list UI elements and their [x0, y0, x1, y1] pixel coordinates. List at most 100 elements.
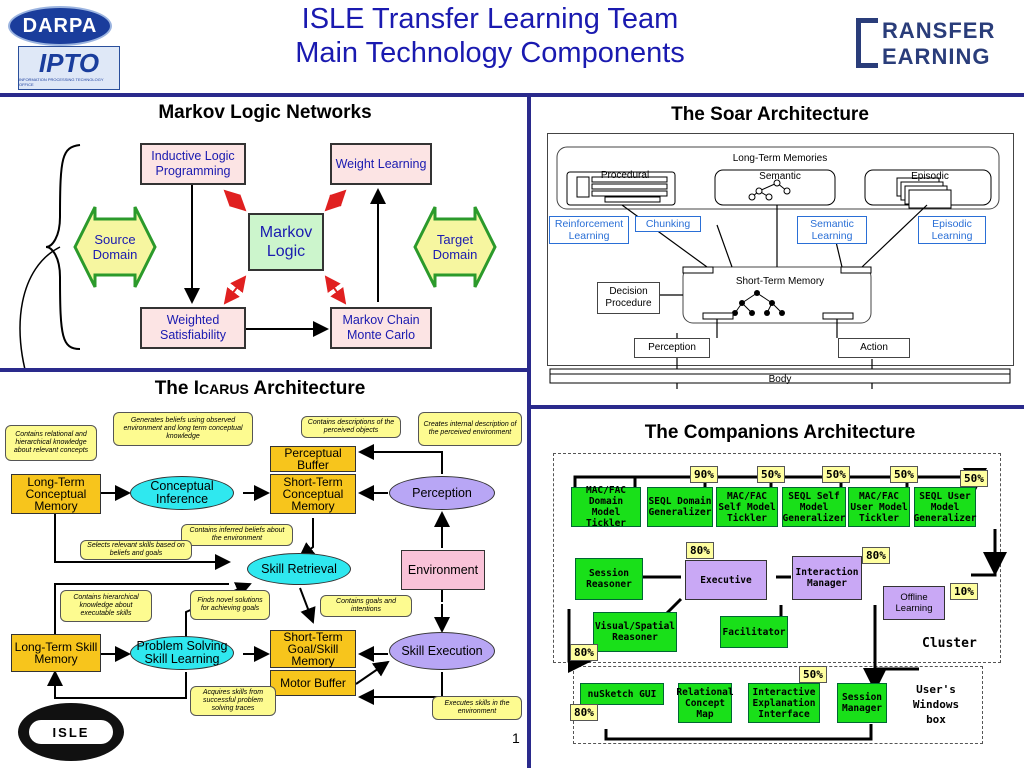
relational-concept-map-box: Relational Concept Map: [676, 683, 734, 723]
pct-80-interaction: 80%: [862, 547, 890, 564]
soar-semantic-label: Semantic: [759, 170, 801, 182]
cluster-label: Cluster: [922, 636, 977, 651]
mac-fac-domain-model-tickler-box: MAC/FAC Domain Model Tickler: [571, 485, 641, 529]
problem-solving-skill-learning-node: Problem Solving Skill Learning: [130, 636, 234, 670]
callout-novel-solutions: Finds novel solutions for achieving goal…: [190, 590, 270, 620]
callout-internal-description: Creates internal description of the perc…: [418, 412, 522, 446]
companions-title: The Companions Architecture: [644, 422, 916, 443]
session-reasoner-box: Session Reasoner: [575, 558, 643, 600]
seql-self-model-generalizer-box: SEQL Self Model Generalizer: [782, 487, 846, 527]
pct-50-session-manager: 50%: [799, 666, 827, 683]
transfer-learning-logo: RANSFER EARNING: [856, 14, 1016, 74]
soar-procedural-label: Procedural: [600, 169, 650, 181]
seql-user-model-generalizer-box: SEQL User Model Generalizer: [914, 487, 976, 527]
pct-80-visual: 80%: [570, 644, 598, 661]
isle-logo-text: ISLE: [52, 724, 90, 740]
mln-diagram-lines: [19, 144, 497, 368]
mac-fac-self-model-tickler-box: MAC/FAC Self Model Tickler: [716, 487, 778, 527]
page-title: ISLE Transfer Learning Team Main Technol…: [230, 2, 750, 70]
title-line-2: Main Technology Components: [295, 37, 685, 69]
seql-domain-generalizer-box: SEQL Domain Generalizer: [647, 487, 713, 527]
inductive-logic-programming-box: Inductive Logic Programming: [140, 143, 246, 185]
soar-frame: [547, 133, 1014, 366]
long-term-conceptual-memory-box: Long-Term Conceptual Memory: [11, 474, 101, 514]
mac-fac-user-model-tickler-box: MAC/FAC User Model Tickler: [848, 487, 910, 527]
markov-logic-box: Markov Logic: [248, 213, 324, 271]
title-line-1: ISLE Transfer Learning Team: [301, 3, 679, 35]
vertical-divider: [527, 97, 531, 768]
soar-episodic-label: Episodic: [911, 170, 949, 182]
motor-buffer-box: Motor Buffer: [270, 670, 356, 696]
pct-80-nusketch: 80%: [570, 704, 598, 721]
markov-chain-monte-carlo-box: Markov Chain Monte Carlo: [330, 307, 432, 349]
chunking-box: Chunking: [635, 216, 701, 232]
ipto-logo-text: IPTO: [38, 48, 100, 78]
perceptual-buffer-box: Perceptual Buffer: [270, 446, 356, 472]
page-number: 1: [512, 730, 520, 746]
ipto-logo-subtext: INFORMATION PROCESSING TECHNOLOGY OFFICE: [19, 77, 104, 87]
isle-logo: ISLE: [18, 703, 124, 761]
long-term-skill-memory-box: Long-Term Skill Memory: [11, 634, 101, 672]
right-horizontal-divider: [531, 405, 1024, 409]
target-domain-label: Target Domain: [432, 232, 478, 262]
callout-generates-beliefs: Generates beliefs using observed environ…: [113, 412, 253, 446]
source-domain-label: Source Domain: [92, 232, 138, 262]
pct-50-user-model: 50%: [890, 466, 918, 483]
interactive-explanation-interface-box: Interactive Explanation Interface: [748, 683, 820, 723]
pct-50-self-model: 50%: [757, 466, 785, 483]
callout-executes-skills: Executes skills in the environment: [432, 696, 522, 720]
skill-retrieval-node: Skill Retrieval: [247, 553, 351, 585]
icarus-title-smallcaps: CARUS: [199, 381, 249, 397]
isle-logo-inner: ISLE: [29, 720, 113, 744]
visual-spatial-reasoner-box: Visual/Spatial Reasoner: [593, 612, 677, 652]
conceptual-inference-node: Conceptual Inference: [130, 476, 234, 510]
mln-title: Markov Logic Networks: [158, 102, 372, 123]
skill-execution-node: Skill Execution: [389, 632, 495, 670]
environment-box: Environment: [401, 550, 485, 590]
tl-logo-bracket: [856, 18, 878, 68]
interaction-manager-box: Interaction Manager: [792, 556, 862, 600]
reinforcement-learning-box: Reinforcement Learning: [549, 216, 629, 244]
tl-logo-line1: RANSFER: [882, 18, 996, 43]
short-term-goal-skill-memory-box: Short-Term Goal/Skill Memory: [270, 630, 356, 668]
callout-selects-skills: Selects relevant skills based on beliefs…: [80, 540, 192, 560]
callout-relational-knowledge: Contains relational and hierarchical kno…: [5, 425, 97, 461]
callout-inferred-beliefs: Contains inferred beliefs about the envi…: [181, 524, 293, 546]
nusketch-gui-box: nuSketch GUI: [580, 683, 664, 705]
icarus-title-pre: The I: [154, 378, 200, 399]
session-manager-box: Session Manager: [837, 683, 887, 723]
semantic-learning-box: Semantic Learning: [797, 216, 867, 244]
tl-logo-line2: EARNING: [882, 44, 991, 69]
offline-learning-box: Offline Learning: [883, 586, 945, 620]
soar-ltm-label: Long-Term Memories: [732, 152, 828, 164]
pct-50-user-generalizer: 50%: [960, 470, 988, 487]
left-horizontal-divider: [0, 368, 527, 372]
soar-diagram-lines: [549, 146, 1011, 389]
callout-hierarchical-skills: Contains hierarchical knowledge about ex…: [60, 590, 152, 622]
callout-perceived-objects: Contains descriptions of the perceived o…: [301, 416, 401, 438]
callout-goals-intentions: Contains goals and intentions: [320, 595, 412, 617]
icarus-title: The ICARUS Architecture: [110, 378, 410, 400]
pct-80-executive: 80%: [686, 542, 714, 559]
weight-learning-box: Weight Learning: [330, 143, 432, 185]
pct-50-self-generalizer: 50%: [822, 466, 850, 483]
darpa-logo: DARPA: [8, 6, 112, 46]
episodic-learning-box: Episodic Learning: [918, 216, 986, 244]
short-term-conceptual-memory-box: Short-Term Conceptual Memory: [270, 474, 356, 514]
soar-body-label: Body: [768, 373, 792, 385]
darpa-logo-text: DARPA: [22, 14, 98, 37]
executive-box: Executive: [685, 560, 767, 600]
soar-perception-box: Perception: [634, 338, 710, 358]
pct-10-offline: 10%: [950, 583, 978, 600]
decision-procedure-box: Decision Procedure: [597, 282, 660, 314]
icarus-title-post: Architecture: [248, 378, 366, 399]
callout-acquires-skills: Acquires skills from successful problem …: [190, 686, 276, 716]
pct-90-domain: 90%: [690, 466, 718, 483]
header-rule: [0, 93, 1024, 97]
soar-action-box: Action: [838, 338, 910, 358]
facilitator-box: Facilitator: [720, 616, 788, 648]
users-windows-box-label: User's Windows box: [912, 683, 960, 726]
soar-title: The Soar Architecture: [671, 104, 869, 125]
ipto-logo: IPTO INFORMATION PROCESSING TECHNOLOGY O…: [18, 46, 120, 90]
short-term-memory-label: Short-Term Memory: [735, 275, 825, 287]
